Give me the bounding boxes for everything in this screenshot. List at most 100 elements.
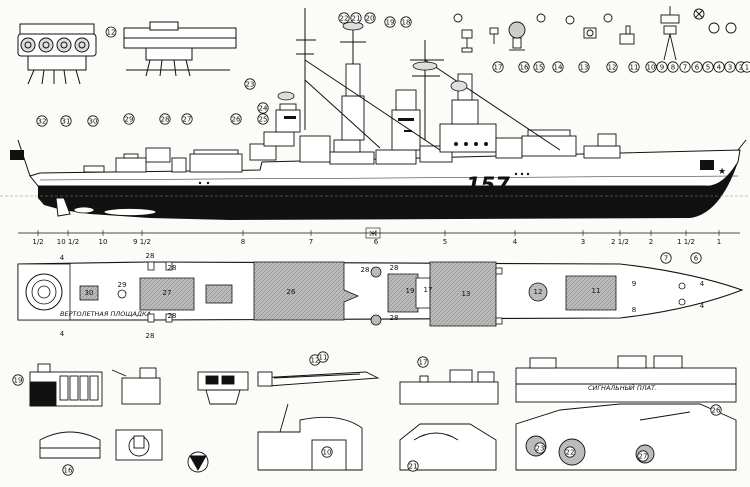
- plan-callout-4: 4: [700, 302, 705, 310]
- plan-callout-28: 28: [168, 312, 177, 320]
- svg-text:22: 22: [340, 14, 349, 22]
- plan-callout-28: 28: [146, 252, 155, 260]
- plan-callout-19: 19: [406, 287, 415, 295]
- svg-text:30: 30: [89, 117, 98, 125]
- plan-callout-4: 4: [700, 280, 705, 288]
- callout-27: 27: [181, 113, 193, 125]
- callout-14: 14: [552, 61, 564, 73]
- callout-22: 22: [338, 12, 350, 24]
- plan-callout-4: 4: [60, 254, 65, 262]
- svg-text:12: 12: [311, 356, 320, 364]
- callout-26: 26: [230, 113, 242, 125]
- callout-32: 32: [36, 115, 48, 127]
- callout-6: 6: [691, 61, 703, 73]
- svg-text:26: 26: [712, 406, 721, 414]
- svg-text:16: 16: [64, 466, 73, 474]
- plan-callout-28: 28: [390, 314, 399, 322]
- svg-text:7: 7: [683, 63, 687, 71]
- callout-12: 12: [606, 61, 618, 73]
- svg-text:23: 23: [246, 80, 255, 88]
- hull-underwater: [38, 158, 740, 220]
- plan-callout-30: 30: [85, 289, 94, 297]
- svg-text:6: 6: [694, 254, 699, 262]
- svg-text:20: 20: [366, 14, 375, 22]
- detail-callout-21: 21: [407, 460, 419, 472]
- svg-text:31: 31: [62, 117, 71, 125]
- svg-text:17: 17: [494, 63, 503, 71]
- svg-text:7: 7: [664, 254, 668, 262]
- callout-25: 25: [257, 113, 269, 125]
- detail-callout-23: 23: [534, 442, 546, 454]
- launcher-front-view: [17, 23, 97, 85]
- svg-text:27: 27: [639, 452, 648, 460]
- hull-number: 157: [466, 173, 510, 197]
- detail-callout-16: 16: [62, 464, 74, 476]
- svg-text:3: 3: [728, 63, 732, 71]
- callout-20: 20: [364, 12, 376, 24]
- detail-callout-26: 26: [710, 404, 722, 416]
- helideck-label: ВЕРТОЛЕТНАЯ ПЛОЩАДКА: [60, 310, 151, 318]
- svg-text:19: 19: [386, 18, 395, 26]
- callout-21: 21: [350, 12, 362, 24]
- plan-callout-28: 28: [361, 266, 370, 274]
- svg-text:24: 24: [259, 104, 268, 112]
- svg-text:1: 1: [745, 63, 749, 71]
- svg-text:12: 12: [107, 29, 116, 37]
- detail-callout-10: 10: [321, 446, 333, 458]
- frame-scale-label: 10: [99, 238, 108, 246]
- svg-text:12: 12: [608, 63, 617, 71]
- callout-17: 17: [492, 61, 504, 73]
- svg-text:18: 18: [402, 18, 411, 26]
- svg-text:11: 11: [319, 353, 328, 361]
- svg-text:27: 27: [183, 115, 192, 123]
- plan-callout-6: 6: [690, 252, 702, 264]
- callout-29: 29: [123, 113, 135, 125]
- plan-callout-28: 28: [146, 332, 155, 340]
- frame-scale-label: 2: [649, 238, 653, 246]
- plan-callout-4: 4: [60, 330, 65, 338]
- bottom-details: [29, 355, 737, 473]
- callout-30: 30: [87, 115, 99, 127]
- svg-text:17: 17: [419, 358, 428, 366]
- svg-text:19: 19: [14, 376, 23, 384]
- launcher-side-view: [123, 21, 237, 77]
- svg-text:6: 6: [695, 63, 700, 71]
- svg-text:11: 11: [630, 63, 639, 71]
- svg-text:16: 16: [520, 63, 529, 71]
- svg-text:22: 22: [566, 448, 575, 456]
- svg-text:13: 13: [580, 63, 589, 71]
- detail-callout-19: 19: [12, 374, 24, 386]
- frame-scale-label: 5: [443, 238, 447, 246]
- plan-callout-12: 12: [534, 288, 543, 296]
- frame-scale-label: 4: [513, 238, 518, 246]
- frame-scale-label: 1: [717, 238, 721, 246]
- callout-11: 11: [628, 61, 640, 73]
- svg-text:4: 4: [717, 63, 722, 71]
- callout-28: 28: [159, 113, 171, 125]
- callout-10: 10: [645, 61, 657, 73]
- plan-callout-11: 11: [592, 287, 601, 295]
- svg-text:28: 28: [161, 115, 170, 123]
- frame-scale-label: 1/2: [32, 238, 43, 246]
- callout-16: 16: [518, 61, 530, 73]
- detail-callout-27: 27: [637, 450, 649, 462]
- plan-callout-28: 28: [390, 264, 399, 272]
- frame-scale-label: 1 1/2: [677, 238, 695, 246]
- plan-callout-26: 26: [287, 288, 296, 296]
- detail-callout-22: 22: [564, 446, 576, 458]
- callout-8: 8: [667, 61, 679, 73]
- svg-text:★: ★: [718, 167, 726, 177]
- svg-text:Ж: Ж: [369, 230, 377, 238]
- callout-5: 5: [702, 61, 714, 73]
- callout-24: 24: [257, 102, 269, 114]
- svg-text:32: 32: [38, 117, 47, 125]
- plan-callout-28: 28: [168, 264, 177, 272]
- deck-outline: [17, 261, 744, 321]
- svg-text:21: 21: [352, 14, 361, 22]
- plan-callout-27: 27: [163, 289, 172, 297]
- callout-12-top: 12: [105, 26, 117, 38]
